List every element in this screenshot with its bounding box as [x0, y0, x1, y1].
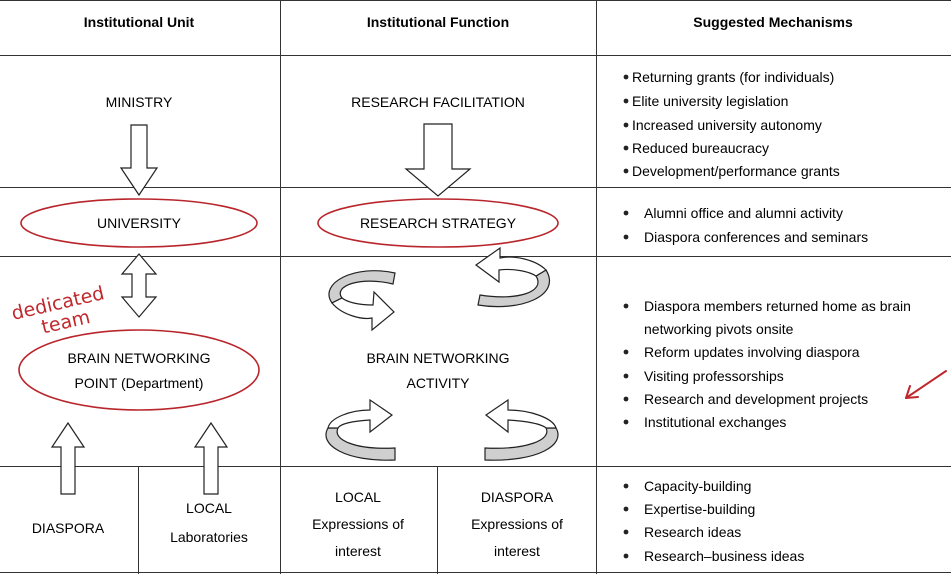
list-item: Research–business ideas — [644, 548, 804, 564]
brain-networking-point-line1: BRAIN NETWORKING — [67, 350, 210, 366]
brain-networking-activity-line1: BRAIN NETWORKING — [366, 350, 509, 366]
down-arrow-icon — [404, 123, 472, 197]
header-institutional-unit: Institutional Unit — [84, 14, 195, 30]
red-pointer-arrow-icon — [905, 370, 947, 399]
list-item: Visiting professorships — [644, 368, 784, 384]
list-item: Institutional exchanges — [644, 414, 786, 430]
university-ellipse — [20, 198, 258, 248]
list-item: Increased university autonomy — [632, 117, 822, 133]
bullet — [623, 373, 629, 379]
list-item: Research ideas — [644, 524, 741, 540]
bullet — [623, 506, 629, 512]
ministry-label: MINISTRY — [106, 94, 173, 110]
brain-networking-point-ellipse — [18, 329, 260, 411]
mechanisms-row2: Alumni office and alumni activity Diaspo… — [623, 205, 868, 245]
header-suggested-mechanisms: Suggested Mechanisms — [693, 14, 853, 30]
curved-cycle-arrow-icon — [325, 398, 396, 461]
list-item: Diaspora members returned home as brain — [644, 298, 911, 314]
bullet — [623, 419, 629, 425]
brain-networking-point-line2: POINT (Department) — [75, 375, 204, 391]
diaspora-unit-label: DIASPORA — [32, 520, 105, 536]
list-item: Elite university legislation — [632, 93, 788, 109]
bullet — [623, 145, 629, 151]
list-item: Development/performance grants — [632, 163, 840, 179]
local-function-line1: LOCAL — [335, 489, 381, 505]
double-arrow-icon — [120, 253, 158, 318]
bullet — [623, 168, 629, 174]
list-item: Alumni office and alumni activity — [644, 205, 843, 221]
brain-networking-activity-line2: ACTIVITY — [406, 375, 470, 391]
diaspora-function-line2: Expressions of — [471, 516, 563, 532]
list-item: networking pivots onsite — [644, 321, 794, 337]
list-item: Research and development projects — [644, 391, 868, 407]
up-arrow-icon — [50, 421, 86, 495]
list-item: Capacity-building — [644, 478, 751, 494]
local-unit-line2: Laboratories — [170, 529, 248, 545]
local-function-line3: interest — [335, 543, 381, 559]
bullet — [623, 234, 629, 240]
down-arrow-icon — [119, 124, 159, 197]
list-item: Returning grants (for individuals) — [632, 69, 834, 85]
bullet — [623, 529, 629, 535]
mechanisms-row1: Returning grants (for individuals) Elite… — [623, 69, 840, 179]
mechanisms-row4: Capacity-building Expertise-building Res… — [623, 478, 804, 564]
bullet — [623, 74, 629, 80]
curved-cycle-arrow-icon — [484, 398, 559, 461]
local-unit-line1: LOCAL — [186, 500, 232, 516]
list-item: Reform updates involving diaspora — [644, 344, 860, 360]
header-institutional-function: Institutional Function — [367, 14, 509, 30]
bullet — [623, 210, 629, 216]
bullet — [623, 303, 629, 309]
dedicated-team-annotation: dedicated team — [9, 281, 116, 345]
bullet — [623, 98, 629, 104]
research-strategy-label: RESEARCH STRATEGY — [360, 215, 517, 231]
list-item: Reduced bureaucracy — [632, 140, 769, 156]
mechanisms-row3: Diaspora members returned home as brain … — [623, 298, 911, 430]
up-arrow-icon — [193, 421, 229, 495]
bullet — [623, 396, 629, 402]
diaspora-function-line3: interest — [494, 543, 540, 559]
bullet — [623, 122, 629, 128]
bullet — [623, 553, 629, 559]
list-item: Diaspora conferences and seminars — [644, 229, 868, 245]
bullet — [623, 483, 629, 489]
list-item: Expertise-building — [644, 501, 755, 517]
research-strategy-ellipse — [317, 198, 559, 248]
university-label: UNIVERSITY — [97, 215, 182, 231]
research-facilitation-label: RESEARCH FACILITATION — [351, 94, 525, 110]
local-function-line2: Expressions of — [312, 516, 404, 532]
bullet — [623, 349, 629, 355]
curved-cycle-arrow-icon — [328, 270, 396, 332]
diaspora-function-line1: DIASPORA — [481, 489, 554, 505]
curved-cycle-arrow-icon — [474, 246, 550, 308]
